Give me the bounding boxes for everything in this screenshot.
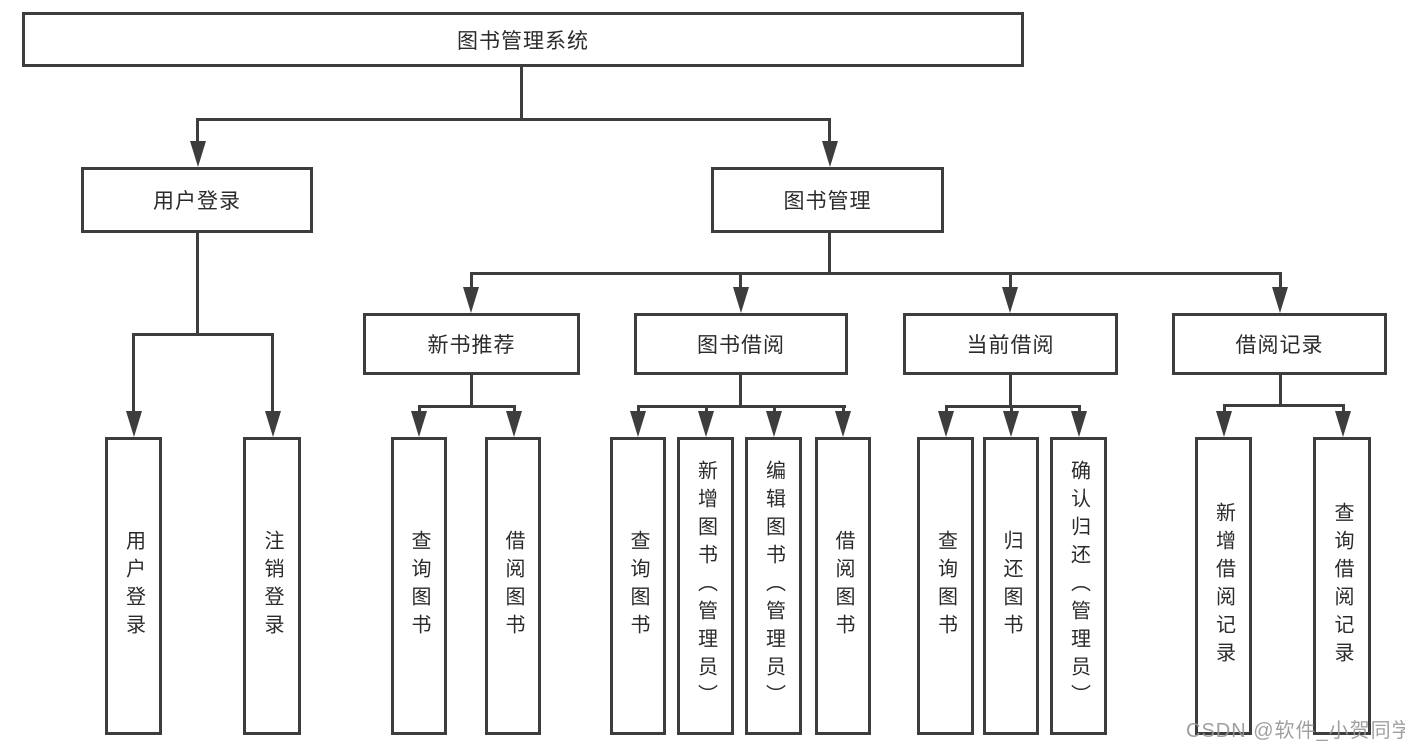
arrow-into-cb-confirm: [1071, 411, 1087, 437]
leaf-records-query: 查询借阅记录: [1313, 437, 1371, 735]
arrow-into-records: [1272, 287, 1288, 313]
connector-new-books-drop-2: [513, 405, 516, 413]
leaf-newbooks-query: 查询图书: [391, 437, 447, 735]
node-borrow-records: 借阅记录: [1172, 313, 1387, 375]
connector-root-stem: [520, 67, 523, 120]
connector-current-stem: [1009, 375, 1012, 408]
arrow-into-leaf-logout: [265, 411, 281, 437]
arrow-into-cb-return: [1003, 411, 1019, 437]
arrow-into-bb-edit: [766, 411, 782, 437]
leaf-borrowing-borrow-label: 借阅图书: [832, 530, 854, 642]
node-book-management: 图书管理: [711, 167, 944, 233]
connector-root-drop-left: [196, 118, 199, 143]
node-root-label: 图书管理系统: [457, 29, 589, 53]
node-user-login-label: 用户登录: [153, 190, 241, 213]
connector-book-mgmt-rail: [470, 272, 1282, 275]
arrow-into-rec-query: [1335, 411, 1351, 437]
arrow-into-leaf-login: [126, 411, 142, 437]
leaf-borrowing-add: 新增图书（管理员）: [677, 437, 734, 735]
connector-current-drop-2: [1010, 405, 1013, 413]
leaf-current-return-label: 归还图书: [1000, 530, 1022, 642]
leaf-current-query: 查询图书: [917, 437, 974, 735]
connector-root-drop-right: [828, 118, 831, 143]
connector-current-drop-3: [1078, 405, 1081, 413]
leaf-current-return: 归还图书: [983, 437, 1039, 735]
leaf-borrowing-borrow: 借阅图书: [815, 437, 871, 735]
leaf-user-login: 用户登录: [105, 437, 162, 735]
connector-book-mgmt-stem: [828, 233, 831, 275]
node-borrowing-label: 图书借阅: [697, 334, 785, 357]
arrow-into-bb-query: [630, 411, 646, 437]
node-new-books: 新书推荐: [363, 313, 580, 375]
connector-new-books-drop-1: [418, 405, 421, 413]
node-borrowing: 图书借阅: [634, 313, 848, 375]
connector-current-rail: [945, 405, 1081, 408]
leaf-borrowing-query-label: 查询图书: [627, 530, 649, 642]
connector-drop-borrowing: [739, 272, 742, 289]
leaf-logout-label: 注销登录: [261, 530, 283, 642]
arrow-into-user-login: [190, 141, 206, 167]
arrow-into-nb-borrow: [506, 411, 522, 437]
connector-borrowing-rail: [637, 405, 846, 408]
connector-user-login-rail: [132, 333, 274, 336]
node-book-management-label: 图书管理: [783, 190, 872, 213]
leaf-logout: 注销登录: [243, 437, 301, 735]
connector-root-rail: [197, 118, 831, 121]
leaf-records-query-label: 查询借阅记录: [1331, 502, 1353, 670]
connector-borrowing-drop-1: [637, 405, 640, 413]
node-current-borrow: 当前借阅: [903, 313, 1118, 375]
leaf-records-add: 新增借阅记录: [1195, 437, 1252, 735]
connector-drop-records: [1279, 272, 1282, 289]
connector-drop-current: [1009, 272, 1012, 289]
connector-borrowing-drop-2: [705, 405, 708, 413]
connector-borrowing-stem: [739, 375, 742, 408]
connector-user-login-stem: [196, 233, 199, 335]
node-current-borrow-label: 当前借阅: [966, 334, 1055, 357]
leaf-current-query-label: 查询图书: [934, 530, 957, 642]
connector-drop-new-books: [470, 272, 473, 289]
connector-user-login-drop-2: [271, 333, 274, 411]
leaf-current-confirm-label: 确认归还（管理员）: [1067, 460, 1090, 712]
leaf-user-login-label: 用户登录: [122, 530, 145, 642]
connector-records-drop-1: [1223, 404, 1226, 413]
arrow-into-current: [1002, 287, 1018, 313]
node-user-login: 用户登录: [81, 167, 313, 233]
leaf-records-add-label: 新增借阅记录: [1212, 502, 1235, 670]
connector-records-stem: [1279, 375, 1282, 407]
leaf-borrowing-edit-label: 编辑图书（管理员）: [762, 460, 785, 712]
leaf-newbooks-borrow: 借阅图书: [485, 437, 541, 735]
node-borrow-records-label: 借阅记录: [1235, 334, 1324, 357]
arrow-into-rec-add: [1216, 411, 1232, 437]
connector-borrowing-drop-3: [773, 405, 776, 413]
connector-borrowing-drop-4: [842, 405, 845, 413]
node-new-books-label: 新书推荐: [427, 334, 516, 357]
leaf-current-confirm: 确认归还（管理员）: [1050, 437, 1107, 735]
connector-records-drop-2: [1342, 404, 1345, 413]
connector-current-drop-1: [945, 405, 948, 413]
arrow-into-new-books: [463, 287, 479, 313]
arrow-into-nb-query: [411, 411, 427, 437]
arrow-into-borrowing: [733, 287, 749, 313]
node-root: 图书管理系统: [22, 12, 1024, 67]
leaf-borrowing-add-label: 新增图书（管理员）: [694, 460, 717, 712]
csdn-watermark: CSDN @软件_小贺同学: [1186, 720, 1405, 742]
leaf-borrowing-query: 查询图书: [610, 437, 666, 735]
arrow-into-bb-add: [698, 411, 714, 437]
connector-records-rail: [1223, 404, 1345, 407]
connector-new-books-stem: [470, 375, 473, 408]
leaf-borrowing-edit: 编辑图书（管理员）: [745, 437, 802, 735]
arrow-into-bb-borrow: [835, 411, 851, 437]
leaf-newbooks-borrow-label: 借阅图书: [502, 530, 524, 642]
connector-user-login-drop-1: [132, 333, 135, 411]
connector-new-books-rail: [418, 405, 516, 408]
leaf-newbooks-query-label: 查询图书: [408, 530, 430, 642]
arrow-into-book-management: [822, 141, 838, 167]
arrow-into-cb-query: [938, 411, 954, 437]
